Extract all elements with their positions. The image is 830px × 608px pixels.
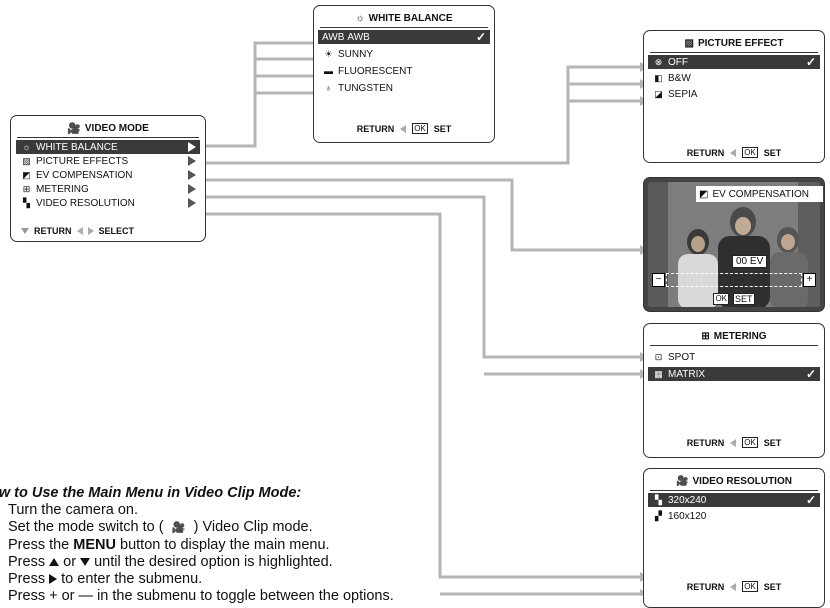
ev-compensation-screen: ◩ EV COMPENSATION 00 EV − + OK SET (643, 177, 825, 312)
ok-icon: OK (742, 581, 758, 592)
connector-resolution (205, 212, 640, 579)
wb-option-sunny[interactable]: ☀ SUNNY (318, 47, 490, 61)
connector-picture-effect (205, 65, 640, 165)
metering-footer: RETURN OK SET (686, 437, 782, 448)
metering-option-spot[interactable]: ⊡ SPOT (648, 350, 820, 364)
metering-icon: ⊞ (701, 331, 710, 342)
pe-option-off[interactable]: ⊗ OFF ✓ (648, 55, 820, 69)
menu-item-ev-compensation[interactable]: ◩ EV COMPENSATION (16, 168, 200, 182)
minus-icon: — (78, 588, 94, 604)
right-arrow-icon (87, 227, 94, 235)
pe-option-sepia[interactable]: ◪ SEPIA (648, 87, 820, 101)
spot-icon: ⊡ (654, 351, 663, 362)
arrow-right-icon (188, 184, 196, 194)
down-arrow-icon (80, 558, 91, 567)
plus-icon: + (49, 588, 58, 604)
ev-footer: OK SET (713, 293, 755, 305)
video-mode-menu: 🎥 VIDEO MODE ☼ WHITE BALANCE ▨ PICTURE E… (10, 115, 206, 242)
wb-option-awb[interactable]: AWB AWB ✓ (318, 30, 490, 44)
pe-option-bw[interactable]: ◧ B&W (648, 71, 820, 85)
ok-icon: OK (713, 293, 730, 305)
video-camera-icon: 🎥 (171, 522, 186, 534)
arrow-right-icon (188, 170, 196, 180)
down-arrow-icon (21, 228, 29, 234)
picture-effect-icon: ▨ (684, 38, 694, 49)
sun-icon: ☀ (324, 48, 333, 59)
video-camera-icon: 🎥 (67, 123, 81, 135)
ev-plus-button[interactable]: + (803, 273, 816, 287)
ev-slider[interactable]: − + (652, 273, 816, 287)
right-arrow-icon (49, 574, 58, 585)
resolution-option-320[interactable]: ▚ 320x240 ✓ (648, 493, 820, 507)
bulb-icon: ♁ (325, 83, 332, 93)
ev-title-bar: ◩ EV COMPENSATION (696, 186, 823, 202)
connector-metering (205, 195, 640, 359)
white-balance-icon: ☼ (355, 13, 365, 24)
ev-icon: ◩ (699, 188, 709, 200)
instruction-step-6: Press + or — in the submenu to toggle be… (8, 588, 394, 604)
video-resolution-title: 🎥 VIDEO RESOLUTION (650, 473, 818, 491)
arrow-right-icon (188, 156, 196, 166)
menu-footer: RETURN SELECT (11, 226, 205, 236)
left-arrow-icon (76, 227, 83, 235)
picture-effect-icon: ▨ (22, 155, 31, 166)
picture-effect-screen: ▨ PICTURE EFFECT ⊗ OFF ✓ ◧ B&W ◪ SEPIA R… (643, 30, 825, 163)
check-icon: ✓ (805, 55, 816, 69)
left-arrow-icon (730, 582, 737, 591)
ok-icon: OK (412, 123, 428, 134)
instructions: ow to Use the Main Menu in Video Clip Mo… (0, 485, 620, 605)
ev-value: 00 EV (732, 255, 768, 268)
resolution-high-icon: ▚ (655, 494, 662, 505)
instruction-step-3: Press the MENU button to display the mai… (8, 537, 330, 553)
wb-option-fluorescent[interactable]: ▬ FLUORESCENT (324, 65, 413, 77)
white-balance-screen: ☼ WHITE BALANCE AWB AWB ✓ ☀ SUNNY ▬ FLUO… (313, 5, 495, 143)
menu-item-metering[interactable]: ⊞ METERING (16, 182, 200, 196)
resolution-footer: RETURN OK SET (686, 581, 782, 592)
resolution-icon: ▚ (23, 197, 30, 208)
left-arrow-icon (400, 124, 407, 133)
check-icon: ✓ (475, 30, 486, 44)
bw-icon: ◧ (654, 72, 663, 83)
picture-effect-title: ▨ PICTURE EFFECT (650, 35, 818, 53)
sepia-icon: ◪ (654, 88, 663, 99)
ok-icon: OK (742, 437, 758, 448)
matrix-icon: ▦ (654, 368, 663, 379)
up-arrow-icon (49, 558, 60, 567)
connector-ev (205, 178, 640, 252)
instruction-step-2: Set the mode switch to ( 🎥 ) Video Clip … (8, 519, 313, 535)
arrow-right-icon (188, 198, 196, 208)
video-resolution-screen: 🎥 VIDEO RESOLUTION ▚ 320x240 ✓ ▞ 160x120… (643, 468, 825, 608)
metering-screen: ⊞ METERING ⊡ SPOT ▦ MATRIX ✓ RETURN OK S… (643, 323, 825, 458)
menu-item-white-balance[interactable]: ☼ WHITE BALANCE (16, 140, 200, 154)
left-arrow-icon (730, 438, 737, 447)
pe-footer: RETURN OK SET (686, 147, 782, 158)
off-icon: ⊗ (654, 56, 663, 67)
white-balance-icon: ☼ (22, 142, 31, 152)
instructions-heading: ow to Use the Main Menu in Video Clip Mo… (0, 485, 302, 501)
instruction-step-4: Press or until the desired option is hig… (8, 554, 333, 570)
left-arrow-icon (730, 148, 737, 157)
instruction-step-1: Turn the camera on. (8, 502, 139, 518)
arrow-right-icon (188, 142, 196, 152)
check-icon: ✓ (805, 493, 816, 507)
wb-footer: RETURN OK SET (356, 123, 452, 134)
menu-item-picture-effects[interactable]: ▨ PICTURE EFFECTS (16, 154, 200, 168)
metering-option-matrix[interactable]: ▦ MATRIX ✓ (648, 367, 820, 381)
menu-title: 🎥 VIDEO MODE (17, 120, 199, 138)
ev-track (666, 273, 802, 287)
wb-option-tungsten[interactable]: ♁ TUNGSTEN (318, 81, 490, 95)
white-balance-title: ☼ WHITE BALANCE (320, 10, 488, 28)
metering-title: ⊞ METERING (650, 328, 818, 346)
instruction-step-5: Press to enter the submenu. (8, 571, 203, 587)
video-camera-icon: 🎥 (676, 476, 689, 487)
ev-icon: ◩ (22, 169, 31, 180)
ev-minus-button[interactable]: − (652, 273, 665, 287)
fluorescent-icon: ▬ (324, 66, 333, 76)
resolution-low-icon: ▞ (655, 510, 662, 521)
metering-icon: ⊞ (22, 183, 31, 194)
ok-icon: OK (742, 147, 758, 158)
resolution-option-160[interactable]: ▞ 160x120 (648, 509, 820, 523)
menu-item-video-resolution[interactable]: ▚ VIDEO RESOLUTION (16, 196, 200, 210)
check-icon: ✓ (805, 367, 816, 381)
